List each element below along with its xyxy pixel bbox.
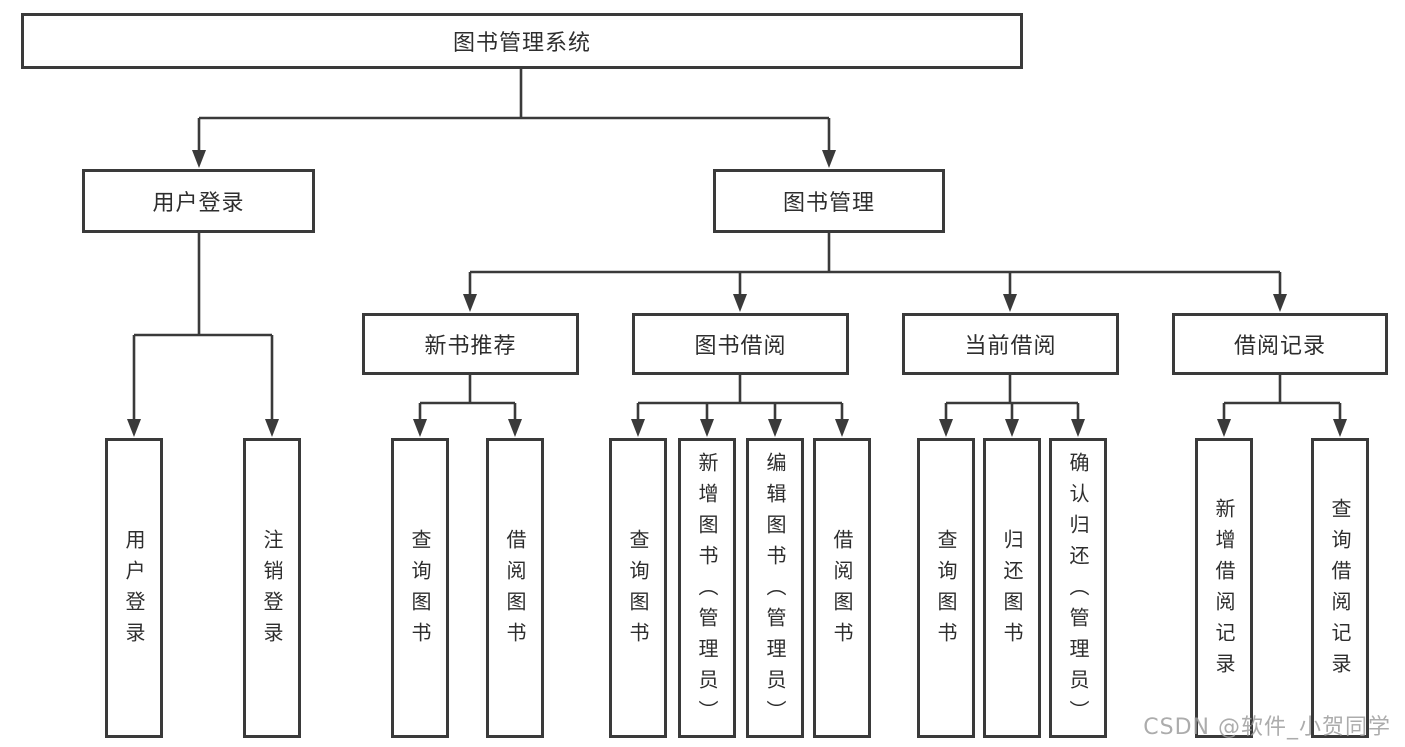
leaf-query-book-recommend: 查询图书 [391,438,449,738]
leaf-add-book-admin: 新增图书（管理员） [678,438,736,738]
leaf-query-book-current: 查询图书 [917,438,975,738]
leaf-query-book-borrowing: 查询图书 [609,438,667,738]
leaf-confirm-return-admin: 确认归还（管理员） [1049,438,1107,738]
leaf-query-borrow-record: 查询借阅记录 [1311,438,1369,738]
leaf-return-book: 归还图书 [983,438,1041,738]
node-new-book-recommend: 新书推荐 [362,313,579,375]
node-borrow-records: 借阅记录 [1172,313,1388,375]
leaf-add-borrow-record: 新增借阅记录 [1195,438,1253,738]
csdn-watermark: CSDN @软件_小贺同学 [1143,715,1391,740]
leaf-logout: 注销登录 [243,438,301,738]
leaf-borrow-book-recommend: 借阅图书 [486,438,544,738]
node-book-management: 图书管理 [713,169,945,233]
node-user-login: 用户登录 [82,169,315,233]
leaf-user-login: 用户登录 [105,438,163,738]
leaf-borrow-book-borrowing: 借阅图书 [813,438,871,738]
leaf-edit-book-admin: 编辑图书（管理员） [746,438,804,738]
node-book-borrowing: 图书借阅 [632,313,849,375]
node-root-system: 图书管理系统 [21,13,1023,69]
node-current-borrow: 当前借阅 [902,313,1119,375]
arrowheads [127,150,1347,437]
